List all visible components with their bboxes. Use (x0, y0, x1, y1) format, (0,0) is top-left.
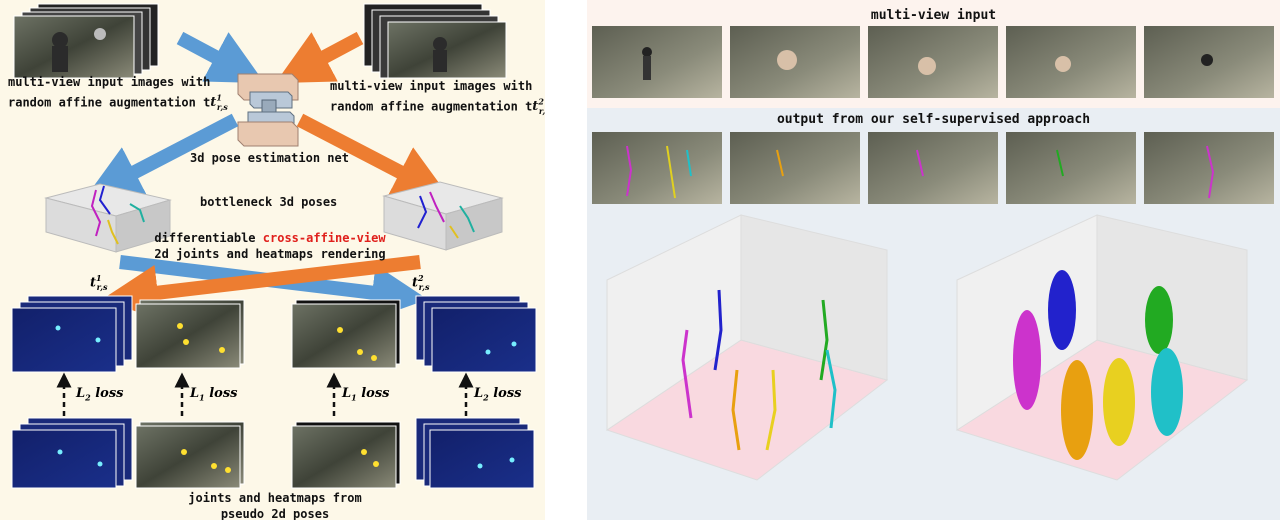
pseudo-heatmap-stack-left (11, 417, 133, 489)
render-caption: differentiable cross-affine-view 2d join… (154, 231, 386, 261)
output-views (592, 132, 1274, 204)
bottleneck-pose-plot-right (382, 181, 504, 251)
loss-label-l2-right: L2 loss (474, 386, 522, 403)
loss-label-l1-left: L1 loss (190, 386, 238, 403)
net-label: 3d pose estimation net (190, 151, 349, 165)
loss-arrows (56, 372, 474, 416)
mesh-3d-plot (955, 214, 1249, 481)
rendered-heatmap-stack-left (11, 295, 133, 373)
input-title: multi-view input (870, 8, 997, 23)
render-highlight: cross-affine-view (262, 231, 386, 245)
input-caption-left: multi-view input images with random affi… (8, 75, 228, 112)
bottleneck-pose-plot-left (44, 183, 172, 253)
pseudo-joints-image-right (291, 421, 401, 489)
rendered-joints-image-left (135, 299, 245, 369)
input-image-stack-right (363, 3, 507, 79)
bottleneck-label: bottleneck 3d poses (200, 195, 338, 209)
results-panel: multi-view input output from our self-su… (587, 0, 1280, 520)
pseudo-joints-image-left (135, 421, 245, 489)
rendered-joints-image-right (291, 299, 401, 369)
network-block (237, 73, 299, 147)
input-views (592, 26, 1274, 98)
skeleton-3d-plot (605, 214, 889, 481)
results-graphics (592, 26, 1274, 481)
t2-label: t2r,s (412, 273, 430, 292)
loss-label-l1-right: L1 loss (342, 386, 390, 403)
pseudo-caption: joints and heatmaps from pseudo 2d poses (188, 491, 362, 520)
pipeline-graphics (11, 3, 537, 489)
output-title: output from our self-supervised approach (776, 112, 1091, 127)
t1-label: t1r,s (90, 273, 108, 292)
loss-label-l2-left: L2 loss (76, 386, 124, 403)
training-pipeline-diagram: multi-view input images with random affi… (0, 0, 545, 520)
pseudo-heatmap-stack-right (415, 417, 535, 489)
input-image-stack-left (13, 3, 159, 79)
rendered-heatmap-stack-right (415, 295, 537, 373)
input-caption-right: multi-view input images with random affi… (330, 79, 545, 116)
